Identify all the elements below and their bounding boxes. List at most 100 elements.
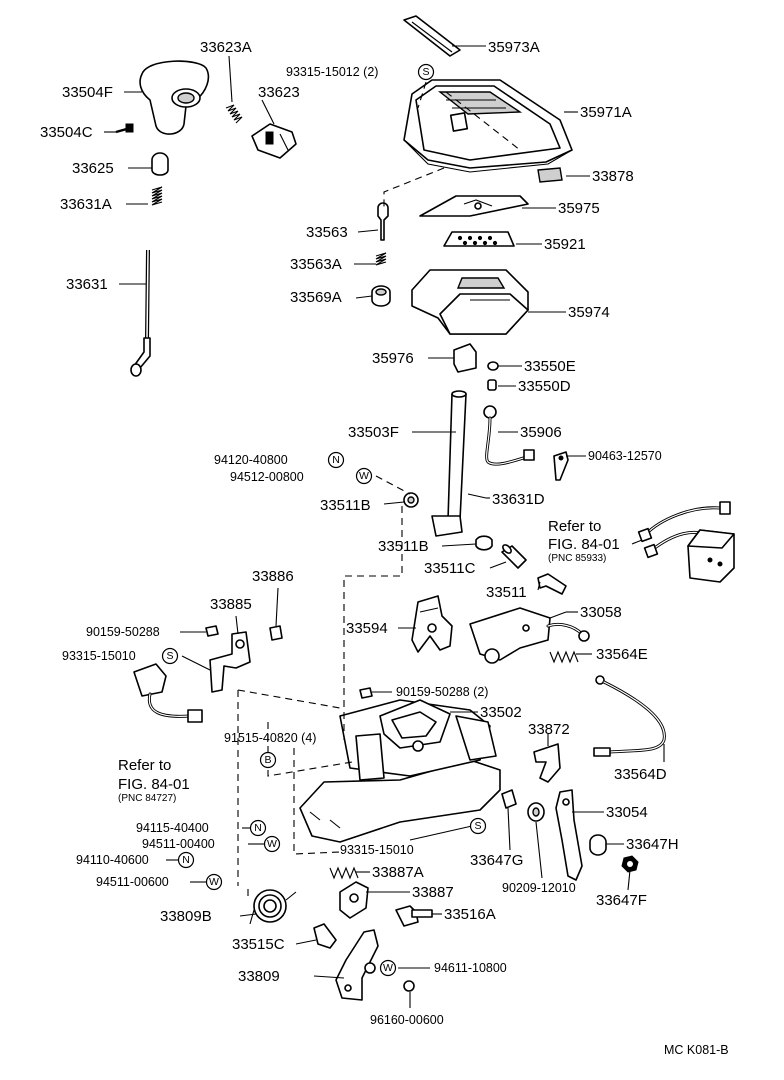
part-label: 33550D [518, 378, 571, 395]
cable-33564D [593, 675, 666, 757]
diagram-code: MC K081-B [664, 1043, 729, 1057]
part-label: 90159-50288 [86, 625, 160, 639]
svg-text:S: S [166, 650, 173, 662]
lever-33887 [339, 881, 369, 919]
part-label: 33511B [320, 497, 371, 514]
part-label: 90159-50288 (2) [396, 685, 488, 699]
rod-33631 [130, 249, 151, 377]
svg-text:Refer to: Refer to [548, 518, 601, 535]
part-label: 94511-00600 [96, 875, 169, 889]
part-label: 94511-00400 [142, 837, 215, 851]
part-label: 35973A [488, 39, 540, 56]
nut-96160-00600 [403, 980, 415, 992]
part-label: 33515C [232, 936, 285, 953]
part-label: 33885 [210, 596, 252, 613]
harness-35906 [483, 405, 535, 466]
svg-text:FIG. 84-01: FIG. 84-01 [548, 536, 620, 553]
part-label: 33054 [606, 804, 648, 821]
symbol-w-icon: W [205, 873, 223, 891]
button-33623 [251, 123, 297, 159]
part-label: 35906 [520, 424, 562, 441]
bushing-33569A [371, 285, 391, 307]
pin-33625 [151, 152, 169, 176]
assembly-dashed-lines [237, 81, 521, 896]
part-label: 33511B [378, 538, 429, 555]
spring-33631A [151, 186, 163, 206]
part-label: 33564D [614, 766, 667, 783]
part-label: 33809 [238, 968, 280, 985]
part-label: 33872 [528, 721, 570, 738]
spring-33887A [329, 866, 359, 880]
nut-33647F [621, 855, 639, 873]
part-label: 33058 [580, 604, 622, 621]
spring-33563A [375, 252, 387, 266]
lever-33054 [555, 789, 583, 881]
screw-33504C [115, 123, 134, 134]
cover-35976 [453, 343, 477, 373]
svg-text:S: S [474, 820, 481, 832]
part-label: 94512-00800 [230, 470, 304, 484]
part-label: 33887A [372, 864, 424, 881]
svg-text:B: B [264, 754, 271, 766]
part-labels: 35973A 33623A 93315-15012 (2) 33504F 336… [40, 39, 679, 1027]
plate-35973A [403, 15, 461, 57]
part-label: 33647H [626, 836, 679, 853]
part-label: 33631A [60, 196, 112, 213]
svg-text:W: W [267, 838, 277, 850]
socket-33550D [487, 379, 497, 391]
part-label: 90463-12570 [588, 449, 662, 463]
svg-text:N: N [182, 854, 190, 866]
symbol-s-icon: S [161, 647, 179, 665]
part-label: 33623 [258, 84, 300, 101]
part-label: 33594 [346, 620, 388, 637]
part-label: 33647G [470, 852, 523, 869]
lever-33594 [411, 595, 453, 653]
washer-94611-10800 [364, 962, 376, 974]
lever-33563 [377, 202, 389, 241]
svg-text:(PNC 84727): (PNC 84727) [118, 793, 176, 804]
pin-33515C [313, 923, 337, 949]
part-label: 33625 [72, 160, 114, 177]
svg-text:W: W [383, 962, 393, 974]
collar-33511C [501, 544, 527, 569]
svg-text:N: N [254, 822, 262, 834]
switch-ref-right [637, 501, 735, 583]
pin-33631D [467, 493, 487, 499]
spring-33809B [249, 889, 297, 925]
indicator-35974 [411, 269, 529, 335]
part-label: 33809B [160, 908, 212, 925]
svg-text:FIG. 84-01: FIG. 84-01 [118, 776, 190, 793]
part-label: 35921 [544, 236, 586, 253]
svg-text:N: N [332, 454, 340, 466]
part-label: 33569A [290, 289, 342, 306]
bolt-90159-50288-b [359, 687, 373, 699]
bracket-33872 [533, 743, 561, 783]
collar-90209-12010 [527, 802, 545, 822]
part-label: 33504F [62, 84, 113, 101]
spring-33623A [225, 104, 243, 124]
lever-33503F [431, 390, 467, 537]
housing-35971A [403, 79, 573, 173]
svg-text:W: W [209, 876, 219, 888]
part-label: 33550E [524, 358, 576, 375]
reference-note-left: Refer to FIG. 84-01 (PNC 84727) [118, 757, 190, 804]
part-label: 33631 [66, 276, 108, 293]
nut-33511B-a [403, 492, 419, 508]
part-label: 94120-40800 [214, 453, 288, 467]
part-label: 94110-40600 [76, 853, 149, 867]
base-33502 [299, 699, 501, 843]
bulb-33550E [487, 361, 499, 371]
lever-33809 [335, 929, 379, 1001]
bracket-33058 [469, 607, 590, 664]
part-label: 33503F [348, 424, 399, 441]
part-label: 93315-15010 [62, 649, 136, 663]
bolt-33511 [537, 573, 567, 595]
part-label: 33886 [252, 568, 294, 585]
part-label: 33502 [480, 704, 522, 721]
part-label: 33878 [592, 168, 634, 185]
symbol-w-icon: W [379, 959, 397, 977]
svg-text:S: S [422, 66, 429, 78]
pad-33878 [537, 167, 563, 183]
part-label: 35974 [568, 304, 610, 321]
